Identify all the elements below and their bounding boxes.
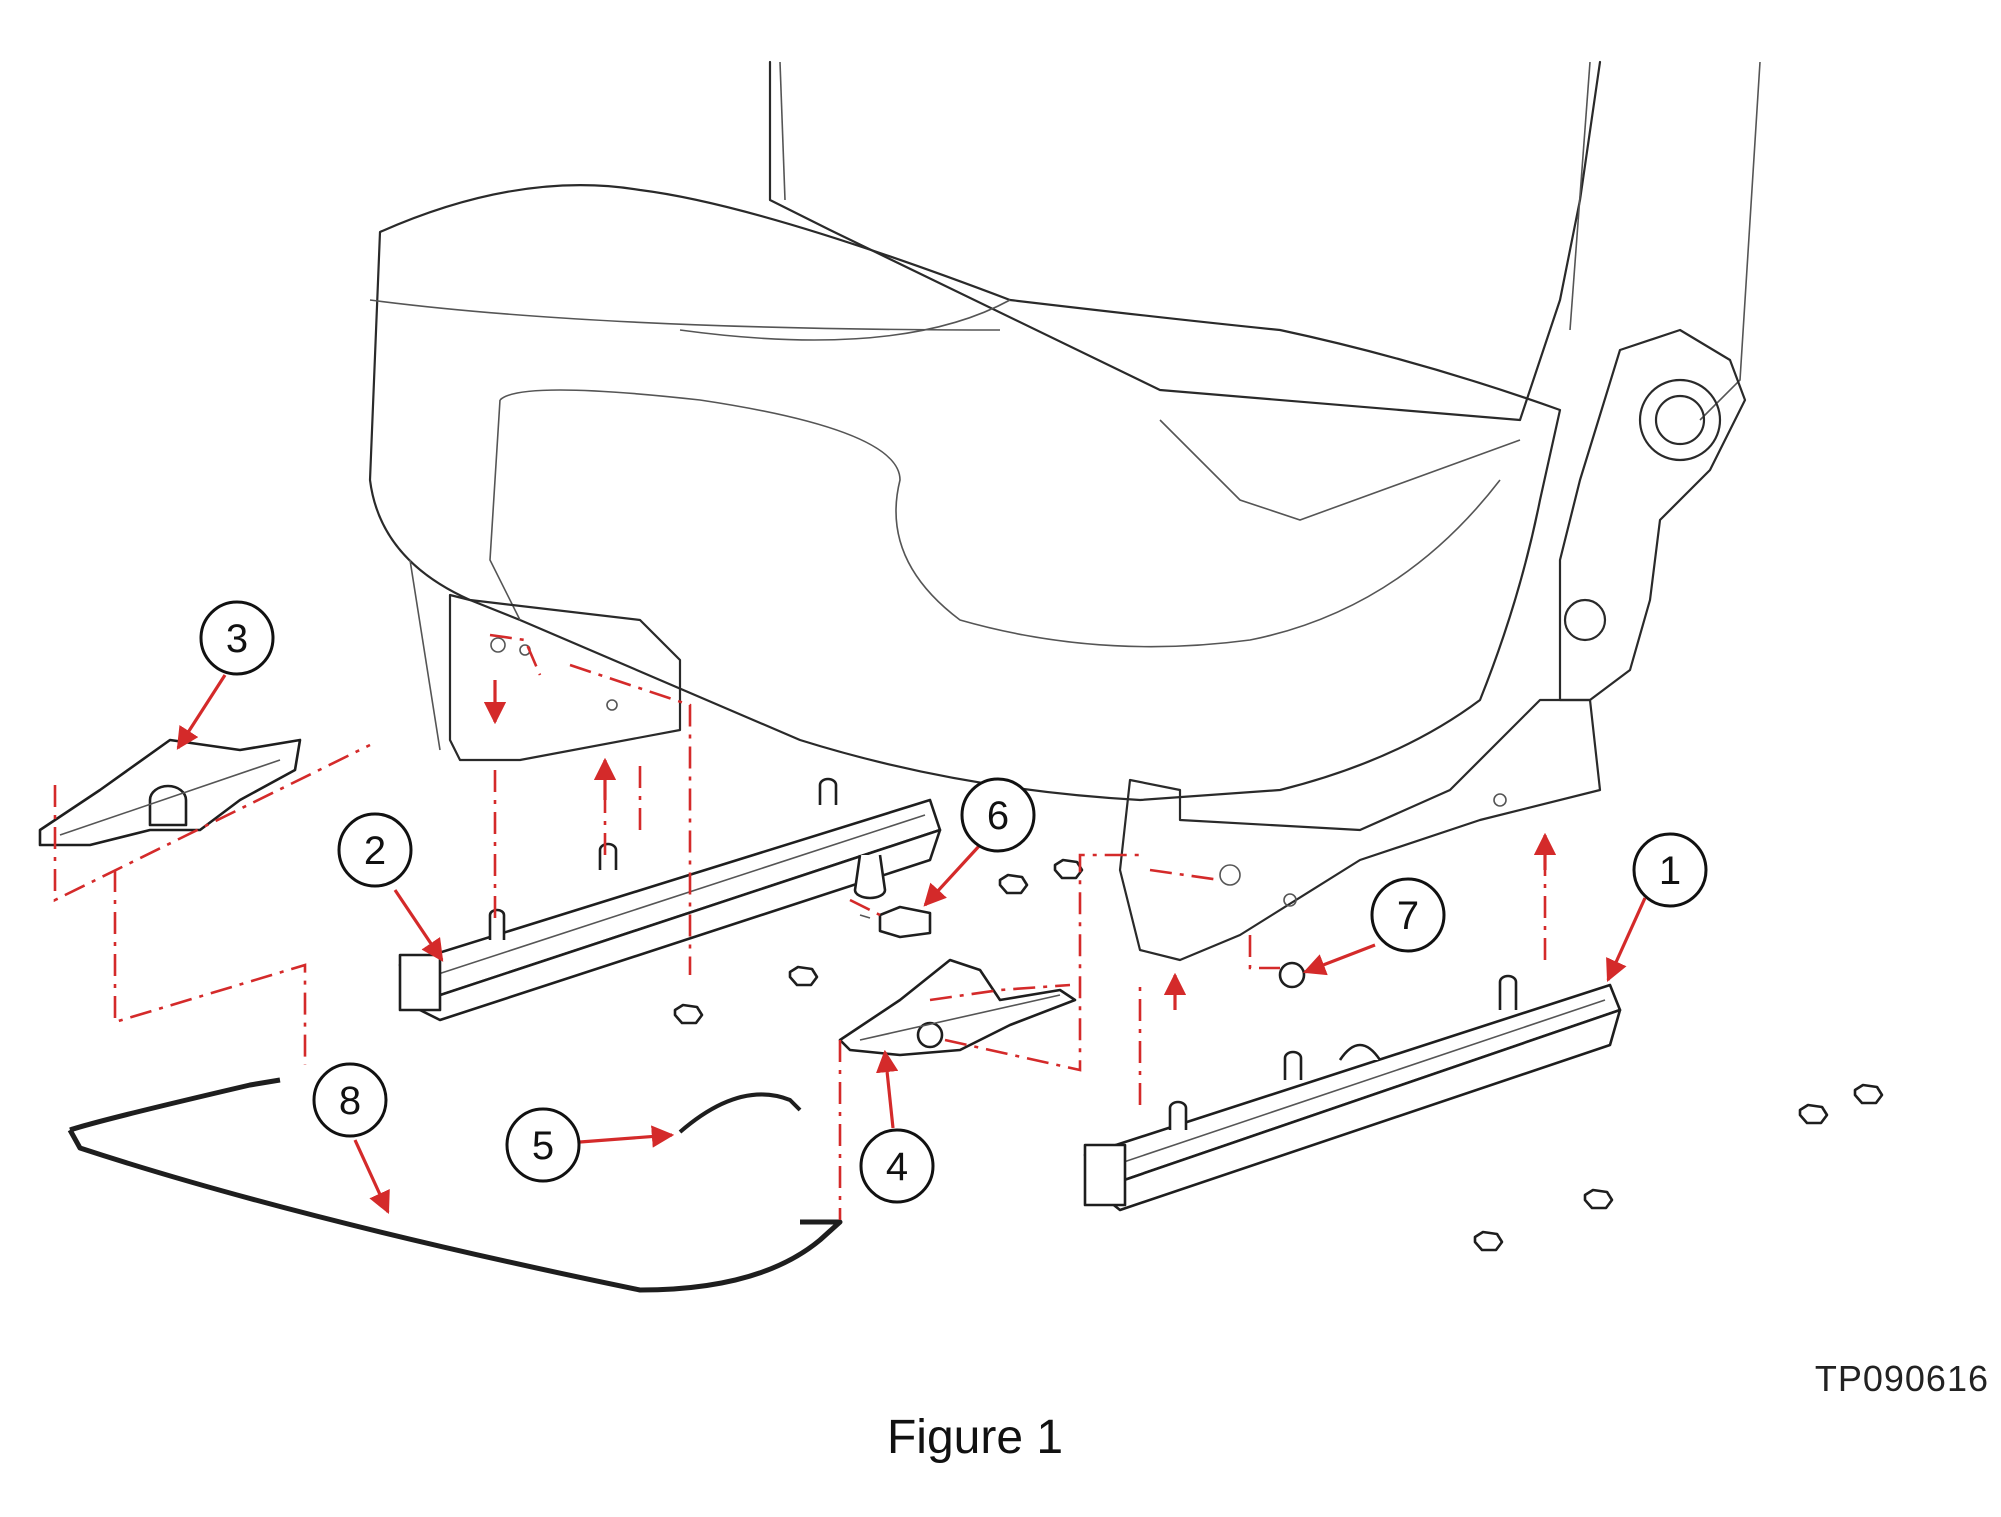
seat-back: [768, 60, 1761, 422]
left-seat-track: [398, 777, 942, 1022]
loose-nuts: [673, 858, 1884, 1252]
callout-7: 7: [1302, 877, 1446, 976]
callout-8: 8: [312, 1062, 390, 1215]
assembly-arrows: [483, 680, 1557, 1010]
assembly-lines: [53, 633, 1547, 1220]
recliner-mechanism: [1558, 328, 1747, 702]
svg-text:2: 2: [364, 829, 386, 873]
callout-3: 3: [176, 600, 275, 750]
right-latch-assembly: [838, 958, 1077, 1057]
callout-2: 2: [337, 812, 444, 962]
figure-id-label: TP090616: [1814, 1358, 1989, 1399]
svg-text:8: 8: [339, 1079, 361, 1123]
svg-text:4: 4: [886, 1145, 908, 1189]
svg-text:1: 1: [1659, 849, 1681, 893]
crossbar: [67, 1077, 843, 1293]
callout-1: 1: [1606, 832, 1708, 983]
svg-text:7: 7: [1397, 894, 1419, 938]
bolt: [859, 905, 932, 939]
right-seat-bracket: [1118, 698, 1602, 962]
callout-4: 4: [859, 1049, 935, 1204]
right-seat-track: [1083, 974, 1622, 1212]
svg-text:5: 5: [532, 1124, 554, 1168]
spring-clip: [678, 1092, 802, 1134]
callout-5: 5: [505, 1107, 675, 1183]
svg-text:3: 3: [226, 617, 248, 661]
seat-cushion: [368, 184, 1562, 802]
left-seat-bracket: [409, 559, 682, 762]
figure-caption: Figure 1: [886, 1411, 1064, 1464]
left-latch-assembly: [38, 738, 302, 847]
washer: [1278, 961, 1306, 989]
callout-6: 6: [923, 777, 1036, 907]
svg-text:6: 6: [987, 794, 1009, 838]
